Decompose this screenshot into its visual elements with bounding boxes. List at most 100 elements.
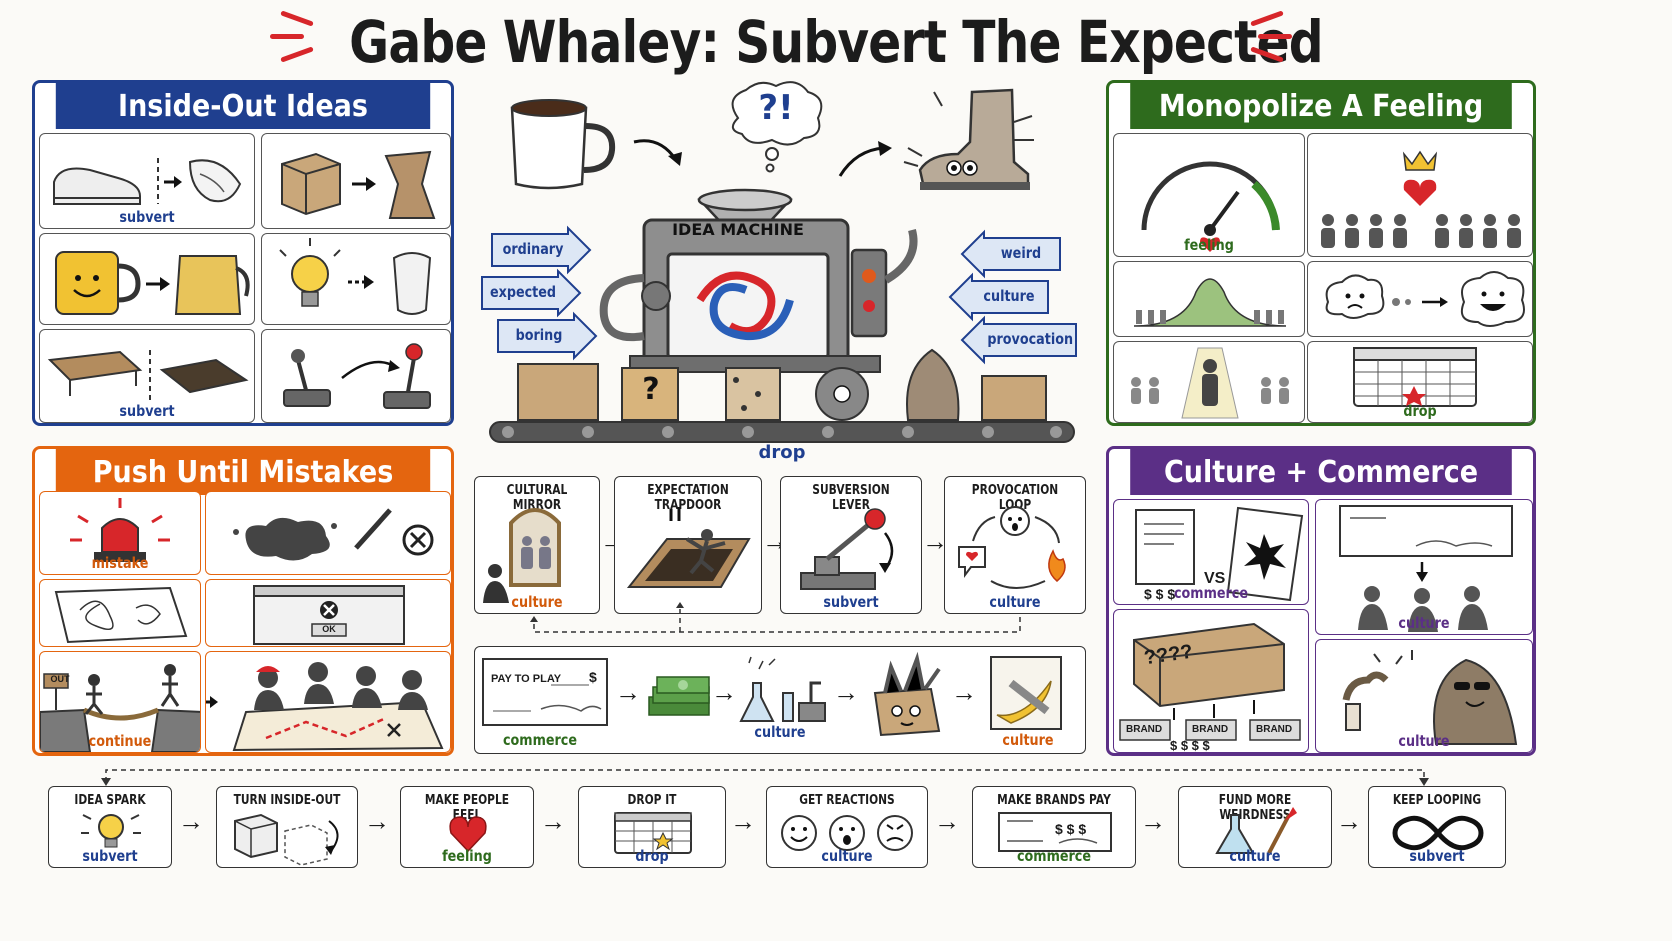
input-arrow-boring: boring — [497, 311, 598, 361]
calendar-drop-icon — [1353, 347, 1477, 407]
siren-icon — [70, 498, 170, 562]
flow-caption-brands-pay: commerce — [1016, 847, 1092, 865]
joystick-icon — [283, 343, 431, 409]
process-title-lever: SUBVERSION LEVER — [812, 483, 890, 513]
lever-icon — [800, 508, 894, 590]
mystery-box-brands-icon — [1119, 622, 1301, 741]
process-step-lever: SUBVERSION LEVER subvert — [780, 476, 922, 614]
bridge-cell: OUT continue — [39, 651, 201, 753]
process-arrow-3: → — [922, 526, 948, 556]
check-dollar-sign: $ — [589, 669, 597, 685]
heart-icon — [449, 816, 487, 853]
process-step-loop: PROVOCATION LOOP culture — [944, 476, 1086, 614]
bell-curve-cell — [1113, 261, 1305, 337]
flow-arrow-6: → — [1140, 806, 1166, 836]
process-step-trapdoor: EXPECTATION TRAPDOOR — [614, 476, 762, 614]
brand-label-3: BRAND — [1256, 724, 1293, 735]
flow-title-reactions: GET REACTIONS — [799, 793, 895, 808]
flow-title-idea-spark: IDEA SPARK — [74, 793, 146, 808]
flow-arrow-3: → — [540, 806, 566, 836]
creature-caption: culture — [1398, 732, 1450, 750]
flow-caption-idea-spark: subvert — [82, 847, 138, 865]
brand-check-icon — [998, 812, 1112, 852]
provocation-loop-icon — [958, 506, 1066, 589]
check-crowd-icon — [1339, 505, 1513, 632]
spiked-boot-icon — [903, 88, 1034, 190]
idea-machine-label: IDEA MACHINE — [672, 220, 804, 239]
siren-caption: mistake — [91, 554, 149, 572]
flask-brush-icon — [1215, 807, 1297, 854]
conveyor-caption: drop — [758, 442, 806, 463]
team-map-icon — [206, 662, 444, 752]
scribble-paper-icon — [54, 586, 188, 644]
lightbulb-icon — [81, 814, 141, 848]
flow-step-fund: FUND MORE WEIRDNESS culture — [1178, 786, 1332, 868]
furry-creature-icon — [1342, 650, 1518, 745]
flow-arrow-2: → — [364, 806, 390, 836]
input-arrow-ordinary: ordinary — [491, 225, 592, 275]
box-cell — [261, 133, 451, 229]
commerce-strip: PAY TO PLAY $ commerce → → culture → → c… — [474, 646, 1086, 754]
check-crowd-cell: $ $ $ culture — [1315, 499, 1533, 635]
output-label-provocation: provocation — [987, 330, 1074, 348]
infinity-icon — [1392, 815, 1484, 851]
output-arrow-culture: culture — [948, 272, 1050, 322]
check-pay-text: PAY TO PLAY — [491, 673, 562, 685]
flow-step-keep-looping: KEEP LOOPING subvert — [1368, 786, 1506, 868]
input-label-ordinary: ordinary — [502, 240, 564, 258]
receipt-caption: commerce — [1173, 584, 1249, 602]
bridge-caption: continue — [88, 732, 152, 750]
monopolize-panel: Monopolize A Feeling feeling — [1106, 80, 1536, 426]
push-panel: Push Until Mistakes mistake — [32, 446, 454, 756]
commerce-strip-caption-1: commerce — [502, 731, 578, 749]
dialog-cell: OK — [205, 579, 451, 647]
output-curve-arrow — [838, 141, 892, 177]
spotlight-cell — [1113, 341, 1305, 423]
crowd-heart-icon — [1321, 150, 1521, 248]
strip-arrow-1: → — [615, 677, 641, 707]
commerce-strip-caption-3: culture — [1002, 731, 1054, 749]
flow-title-keep-looping: KEEP LOOPING — [1392, 793, 1482, 808]
inside-out-heading: Inside-Out Ideas — [55, 83, 431, 129]
gauge-caption: feeling — [1184, 236, 1234, 254]
sneaker-inside-out-icon — [53, 158, 242, 205]
flow-step-drop: DROP IT drop — [578, 786, 726, 868]
check-crowd-caption: culture — [1398, 614, 1450, 632]
flow-title-inside-out: TURN INSIDE-OUT — [233, 793, 341, 808]
strip-arrow-3: → — [833, 677, 859, 707]
scribble-cell — [39, 579, 201, 647]
flow-step-idea-spark: IDEA SPARK subvert — [48, 786, 172, 868]
flow-caption-fund: culture — [1229, 847, 1281, 865]
pay-to-play-check-icon — [482, 658, 608, 726]
flow-caption-reactions: culture — [821, 847, 873, 865]
calendar-star-icon — [614, 812, 692, 854]
process-step-mirror: CULTURAL MIRROR culture — [474, 476, 600, 614]
input-label-expected: expected — [489, 283, 557, 301]
vs-label: VS — [1204, 570, 1226, 587]
flow-step-feel: MAKE PEOPLE FEEL feeling — [400, 786, 534, 868]
cube-flip-icon — [234, 813, 339, 866]
mirror-icon — [483, 508, 561, 603]
inside-out-panel: Inside-Out Ideas subvert — [32, 80, 454, 426]
strip-arrow-2: → — [711, 677, 737, 707]
crate-question-mark: ? — [642, 372, 660, 407]
sign-text: OUT — [50, 674, 70, 684]
spotlight-person-icon — [1131, 347, 1289, 419]
weird-toy-box-icon — [873, 651, 941, 737]
flow-title-drop: DROP IT — [627, 793, 677, 808]
thought-bubble-icon — [731, 81, 823, 173]
brand-box-cell: ???? BRAND BRAND BRAND $ $ $ $ — [1113, 609, 1309, 753]
bulb-cell — [261, 233, 451, 325]
receipt-vs-splat-cell: $ $ $ VS commerce — [1113, 499, 1309, 605]
brand-label-1: BRAND — [1126, 724, 1163, 735]
table-trapdoor-icon — [47, 350, 249, 400]
idea-machine — [599, 188, 918, 373]
error-dialog-icon — [253, 585, 405, 645]
conveyor-belt — [489, 348, 1075, 443]
thought-bubble-text: ?! — [758, 88, 794, 128]
rope-bridge-icon — [40, 664, 200, 752]
flow-caption-drop: drop — [635, 847, 669, 865]
strip-arrow-4: → — [951, 677, 977, 707]
box-inside-out-icon — [281, 150, 436, 219]
bottom-connector-line — [101, 769, 1429, 786]
